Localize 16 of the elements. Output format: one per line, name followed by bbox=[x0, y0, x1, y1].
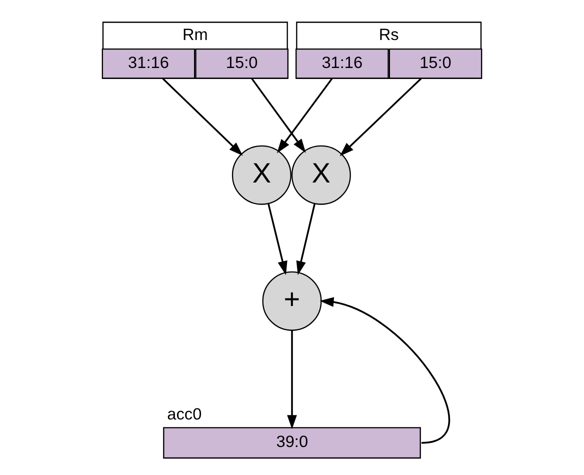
arrow bbox=[251, 78, 306, 153]
arrow bbox=[162, 78, 243, 156]
arrow bbox=[340, 78, 422, 156]
arrow bbox=[276, 78, 333, 154]
node-box: 31:16 bbox=[296, 48, 389, 79]
node-box: 31:16 bbox=[102, 48, 196, 79]
node-circle: X bbox=[291, 145, 351, 205]
arrow bbox=[320, 297, 450, 444]
node-box: 15:0 bbox=[388, 48, 482, 79]
node-box: 15:0 bbox=[195, 48, 288, 79]
arrow bbox=[296, 204, 316, 276]
arrow bbox=[268, 203, 288, 276]
node-label: acc0 bbox=[167, 406, 202, 424]
node-circle: X bbox=[232, 145, 292, 205]
arrow bbox=[287, 330, 297, 430]
node-circle: + bbox=[262, 271, 322, 331]
